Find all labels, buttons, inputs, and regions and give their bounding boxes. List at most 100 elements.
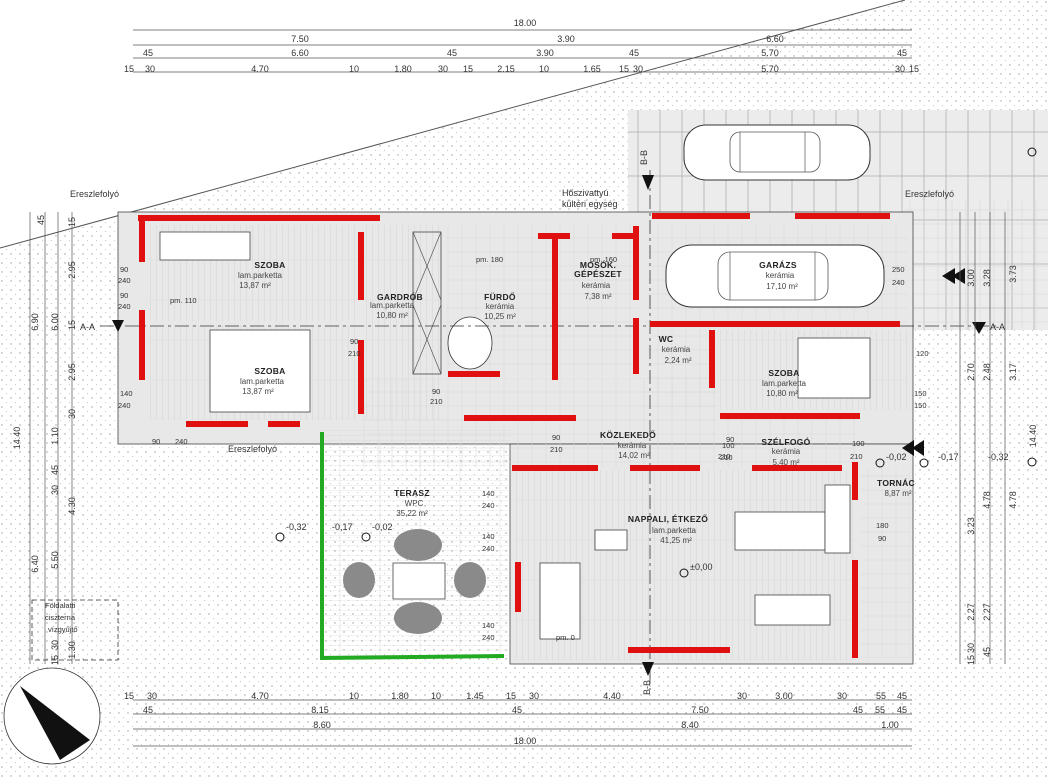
dim-top-r2-1: 3.90: [557, 34, 575, 44]
bathtub-icon: [447, 316, 493, 370]
svg-text:140: 140: [482, 532, 495, 541]
dim-top-r4-1: 30: [145, 64, 155, 74]
svg-text:35,22 m²: 35,22 m²: [396, 509, 428, 518]
room-label-kozlekedo: KÖZLEKEDŐ kerámia 14,02 m²: [600, 429, 656, 460]
dim-bot-r1-2: 4.70: [251, 691, 269, 701]
svg-text:SZOBA: SZOBA: [254, 260, 285, 270]
kitchen-island-icon: [734, 511, 826, 551]
dim-left-16: 15: [50, 655, 60, 665]
dim-bot-total: 18.00: [514, 736, 537, 746]
demolition-walls: [138, 213, 900, 658]
svg-text:100: 100: [852, 439, 865, 448]
svg-text:100: 100: [722, 441, 735, 450]
level-label-n032b: -0,32: [988, 452, 1009, 462]
svg-text:7,38 m²: 7,38 m²: [584, 292, 611, 301]
svg-text:180: 180: [876, 521, 889, 530]
svg-text:210: 210: [850, 452, 863, 461]
annotation-eresz-3: Ereszlefolyó: [228, 444, 277, 454]
svg-text:lam.parketta: lam.parketta: [238, 271, 283, 280]
svg-text:lam.parketta: lam.parketta: [240, 377, 285, 386]
dim-top-r4-7: 2.15: [497, 64, 515, 74]
room-label-szoba-3: SZOBA lam.parketta 10,80 m²: [762, 368, 807, 398]
dim-bot-r2-2: 45: [512, 705, 522, 715]
dim-top-r4-0: 15: [124, 64, 134, 74]
svg-text:WC: WC: [659, 334, 674, 344]
car-garage-icon: [665, 244, 885, 308]
dim-bot-r2-1: 8.15: [311, 705, 329, 715]
svg-text:10,80 m²: 10,80 m²: [376, 311, 408, 320]
room-label-terasz: TERASZ WPC 35,22 m²: [394, 488, 430, 518]
right-dimension-lines: [959, 212, 1006, 664]
svg-text:lam.parketta: lam.parketta: [370, 301, 415, 310]
annotation-eresz-2: Ereszlefolyó: [905, 189, 954, 199]
svg-text:GARDRÓB: GARDRÓB: [377, 291, 423, 302]
svg-text:kerámia: kerámia: [766, 271, 795, 280]
section-marker-aa-left: [112, 320, 124, 332]
dim-bot-r2-3: 7.50: [691, 705, 709, 715]
annotation-hoszi-1: Hőszivattyú: [562, 188, 609, 198]
dim-left-8: 1.10: [50, 427, 60, 445]
room-label-szelfogo: SZÉLFOGÓ kerámia 5,40 m²: [761, 436, 810, 467]
svg-text:140: 140: [482, 621, 495, 630]
dim-right-11: 2.27: [982, 603, 992, 621]
dim-right-1: 3.28: [982, 269, 992, 287]
room-floor-mosok: [558, 225, 638, 375]
svg-text:13,87 m²: 13,87 m²: [242, 387, 274, 396]
dim-right-0: 3.00: [966, 269, 976, 287]
plot-boundary: [0, 0, 906, 249]
svg-text:250: 250: [892, 265, 905, 274]
section-marker-bb-bottom: [642, 662, 654, 676]
svg-text:TORNÁC: TORNÁC: [877, 478, 915, 488]
svg-text:90: 90: [878, 534, 886, 543]
section-label-bb-top: B-B: [639, 150, 649, 165]
dim-top-r3-0: 45: [143, 48, 153, 58]
svg-text:240: 240: [175, 437, 188, 446]
svg-text:GARÁZS: GARÁZS: [759, 260, 797, 270]
dim-top-r4-5: 30: [438, 64, 448, 74]
svg-text:90: 90: [120, 265, 128, 274]
entrance-arrow-icon-2: [952, 268, 965, 284]
svg-text:pm. 110: pm. 110: [170, 296, 197, 305]
svg-text:10,25 m²: 10,25 m²: [484, 312, 516, 321]
svg-text:pm. 180: pm. 180: [476, 255, 503, 264]
svg-text:240: 240: [482, 501, 495, 510]
svg-text:240: 240: [482, 544, 495, 553]
svg-text:SZOBA: SZOBA: [254, 366, 285, 376]
dim-bot-r1-8: 30: [529, 691, 539, 701]
svg-text:140: 140: [482, 489, 495, 498]
annotation-foldalatti-1: Földalatti: [45, 601, 76, 610]
svg-text:90: 90: [726, 435, 734, 444]
dim-bot-r1-7: 15: [506, 691, 516, 701]
dim-bot-r1-14: 45: [897, 691, 907, 701]
svg-text:90: 90: [432, 387, 440, 396]
room-floor-szelfogo: [720, 418, 855, 468]
dim-left-5: 2.95: [67, 363, 77, 381]
room-label-wc: WC kerámia 2,24 m²: [659, 334, 692, 365]
dim-bot-r1-10: 30: [737, 691, 747, 701]
dim-bot-r2-6: 45: [897, 705, 907, 715]
room-label-furdo: FÜRDŐ kerámia 10,25 m²: [484, 291, 516, 321]
svg-text:kerámia: kerámia: [662, 345, 691, 354]
dim-bot-r1-4: 1.80: [391, 691, 409, 701]
dim-top-r4-9: 1.65: [583, 64, 601, 74]
svg-text:14,02 m²: 14,02 m²: [618, 451, 650, 460]
dim-top-r4-6: 15: [463, 64, 473, 74]
dim-top-r4-4: 1.80: [394, 64, 412, 74]
dim-top-r4-14: 15: [909, 64, 919, 74]
annotation-foldalatti-3: vízgyűjtő: [48, 625, 78, 634]
svg-text:140: 140: [120, 389, 133, 398]
entrance-arrow-icon-4: [912, 440, 924, 456]
bed-icon-3: [797, 337, 871, 399]
room-label-garazs: GARÁZS kerámia 17,10 m²: [759, 260, 798, 291]
svg-text:150: 150: [914, 389, 927, 398]
terrace-table-icon: [343, 529, 486, 634]
svg-text:lam.parketta: lam.parketta: [652, 526, 697, 535]
svg-text:41,25 m²: 41,25 m²: [660, 536, 692, 545]
dim-left-14: 6.40: [30, 555, 40, 573]
svg-text:5,40 m²: 5,40 m²: [772, 458, 799, 467]
svg-text:10,80 m²: 10,80 m²: [766, 389, 798, 398]
dim-top-r4-11: 30: [633, 64, 643, 74]
cistern-outline: [31, 599, 119, 661]
room-label-szoba-1: SZOBA lam.parketta 13,87 m²: [238, 260, 285, 290]
svg-text:kerámia: kerámia: [618, 441, 647, 450]
